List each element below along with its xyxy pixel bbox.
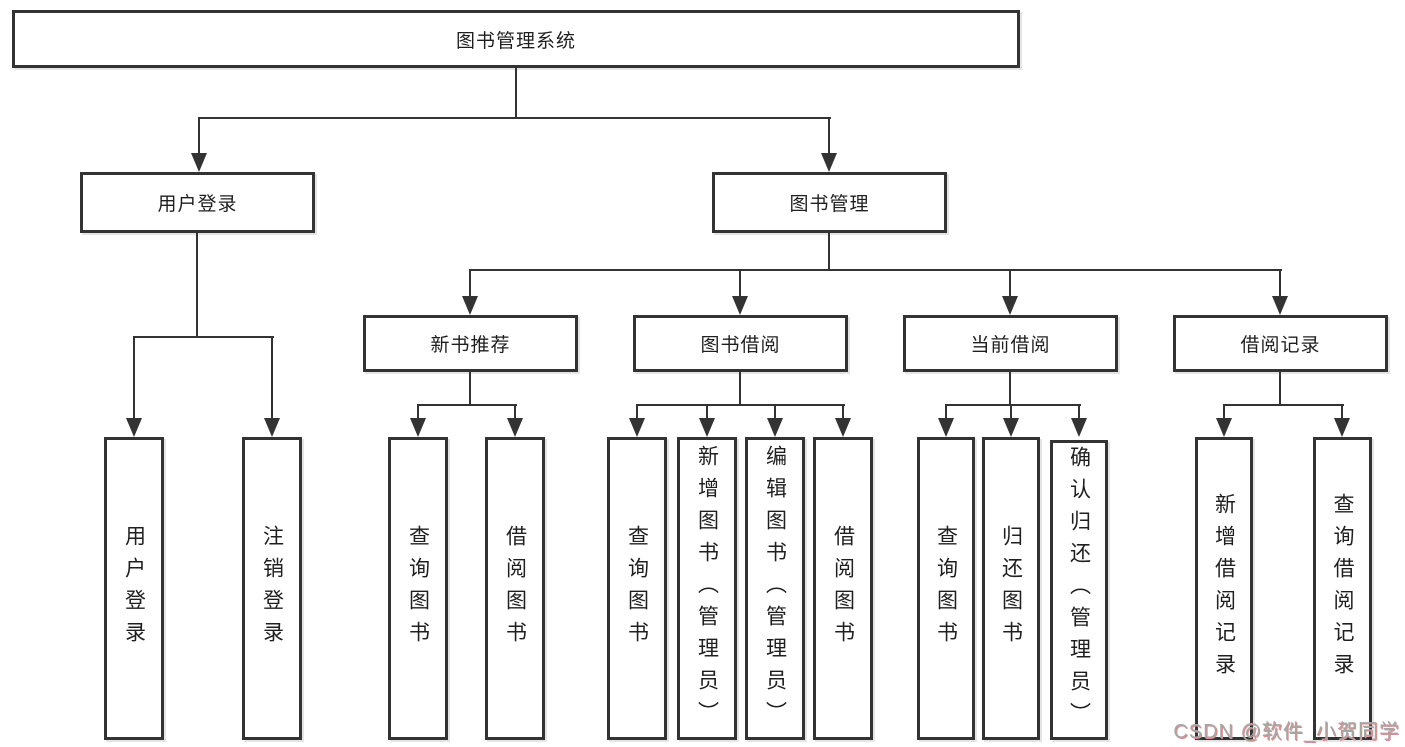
connector-borrow-split xyxy=(636,404,845,406)
leaf-logout: 注销登录 xyxy=(242,437,302,740)
arrow-bb-query xyxy=(629,405,645,437)
arrow-to-book-management xyxy=(821,118,837,172)
connector-book-mgmt-stub xyxy=(828,233,830,270)
connector-records-split xyxy=(1223,404,1344,406)
connector-root-stub xyxy=(515,68,517,118)
arrow-bb-borrow xyxy=(835,405,851,437)
arrow-cb-confirm xyxy=(1071,405,1087,437)
leaf-bb-borrow-book: 借阅图书 xyxy=(813,437,873,740)
leaf-cb-confirm-return-admin: 确认归还（管理员） xyxy=(1050,440,1108,740)
node-current-borrow: 当前借阅 xyxy=(903,315,1118,372)
arrow-to-borrow xyxy=(732,270,748,315)
arrow-br-query xyxy=(1334,405,1350,437)
connector-borrow-stub xyxy=(739,372,741,405)
arrow-bb-edit xyxy=(767,405,783,437)
connector-new-book-stub xyxy=(469,372,471,405)
connector-current-split xyxy=(945,404,1081,406)
leaf-nb-query-book: 查询图书 xyxy=(388,437,448,740)
leaf-bb-edit-book-admin: 编辑图书（管理员） xyxy=(745,437,805,740)
arrow-to-records xyxy=(1272,270,1288,315)
node-library-management-system: 图书管理系统 xyxy=(12,10,1020,68)
leaf-bb-query-book: 查询图书 xyxy=(607,437,667,740)
node-user-login: 用户登录 xyxy=(80,172,315,233)
arrow-cb-return xyxy=(1003,405,1019,437)
connector-current-stub xyxy=(1009,372,1011,405)
leaf-cb-query-book: 查询图书 xyxy=(917,437,975,740)
leaf-nb-borrow-book: 借阅图书 xyxy=(485,437,545,740)
arrow-to-user-login xyxy=(191,118,207,172)
node-book-management: 图书管理 xyxy=(712,172,947,233)
leaf-br-add-record: 新增借阅记录 xyxy=(1195,437,1253,740)
connector-user-login-split xyxy=(133,336,274,338)
connector-new-book-split xyxy=(417,404,517,406)
arrow-to-leaf-user-login xyxy=(126,337,142,437)
node-new-book-recommend: 新书推荐 xyxy=(363,315,578,372)
connector-book-mgmt-split xyxy=(469,269,1282,271)
arrow-to-new-book xyxy=(462,270,478,315)
leaf-br-query-record: 查询借阅记录 xyxy=(1313,437,1372,740)
arrow-bb-add xyxy=(699,405,715,437)
leaf-bb-add-book-admin: 新增图书（管理员） xyxy=(677,437,737,740)
arrow-nb-borrow xyxy=(507,405,523,437)
connector-user-login-stub xyxy=(196,233,198,337)
connector-root-split xyxy=(198,117,831,119)
leaf-cb-return-book: 归还图书 xyxy=(982,437,1040,740)
arrow-br-add xyxy=(1216,405,1232,437)
arrow-nb-query xyxy=(410,405,426,437)
leaf-user-login: 用户登录 xyxy=(104,437,164,740)
connector-records-stub xyxy=(1279,372,1281,405)
arrow-cb-query xyxy=(938,405,954,437)
node-borrow-records: 借阅记录 xyxy=(1173,315,1388,372)
arrow-to-current xyxy=(1002,270,1018,315)
arrow-to-leaf-logout xyxy=(264,337,280,437)
node-book-borrow: 图书借阅 xyxy=(633,315,848,372)
